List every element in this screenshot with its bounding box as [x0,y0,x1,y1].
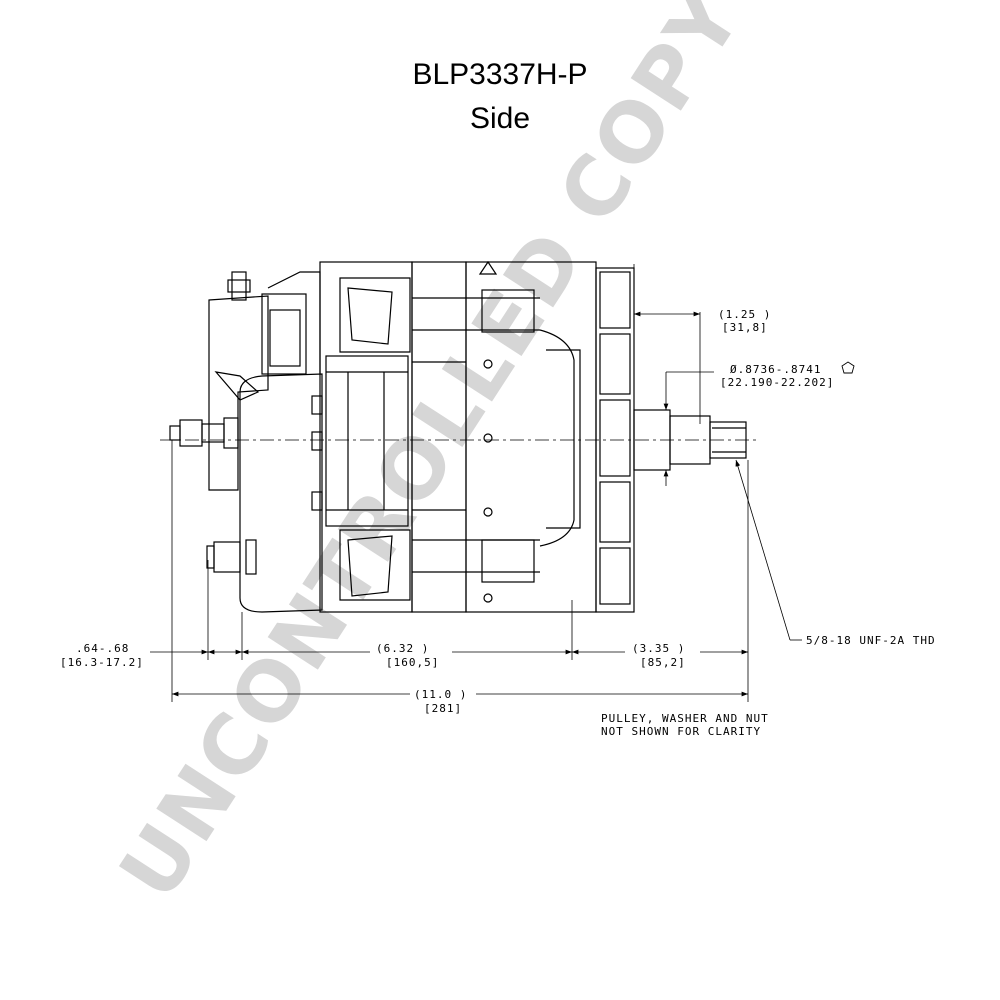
dim-bore-mm: [22.190-22.202] [720,376,834,389]
drawing-title: BLP3337H-P [412,58,588,91]
thread-callout: 5/8-18 UNF-2A THD [806,634,936,647]
note-line-1: PULLEY, WASHER AND NUT [601,712,769,725]
dim-632-mm: [160,5] [386,656,439,669]
dim-064-in: .64-.68 [76,642,129,655]
dim-bore-in: Ø.8736-.8741 [730,363,821,376]
dim-335-in: (3.35 ) [632,642,685,655]
note-line-2: NOT SHOWN FOR CLARITY [601,725,761,738]
dim-110-in: (11.0 ) [414,688,467,701]
dimension-lines [150,264,802,702]
dim-1-25-mm: [31,8] [722,321,768,334]
dim-632-in: (6.32 ) [376,642,429,655]
watermark: UNCONTROLLED COPY [102,0,761,916]
alternator-body [169,260,747,613]
dim-335-mm: [85,2] [640,656,686,669]
dim-064-mm: [16.3-17.2] [60,656,144,669]
pentagon-symbol-icon [841,361,855,374]
dim-110-mm: [281] [424,702,462,715]
dim-1-25-in: (1.25 ) [718,308,771,321]
drawing-subtitle: Side [469,102,531,135]
